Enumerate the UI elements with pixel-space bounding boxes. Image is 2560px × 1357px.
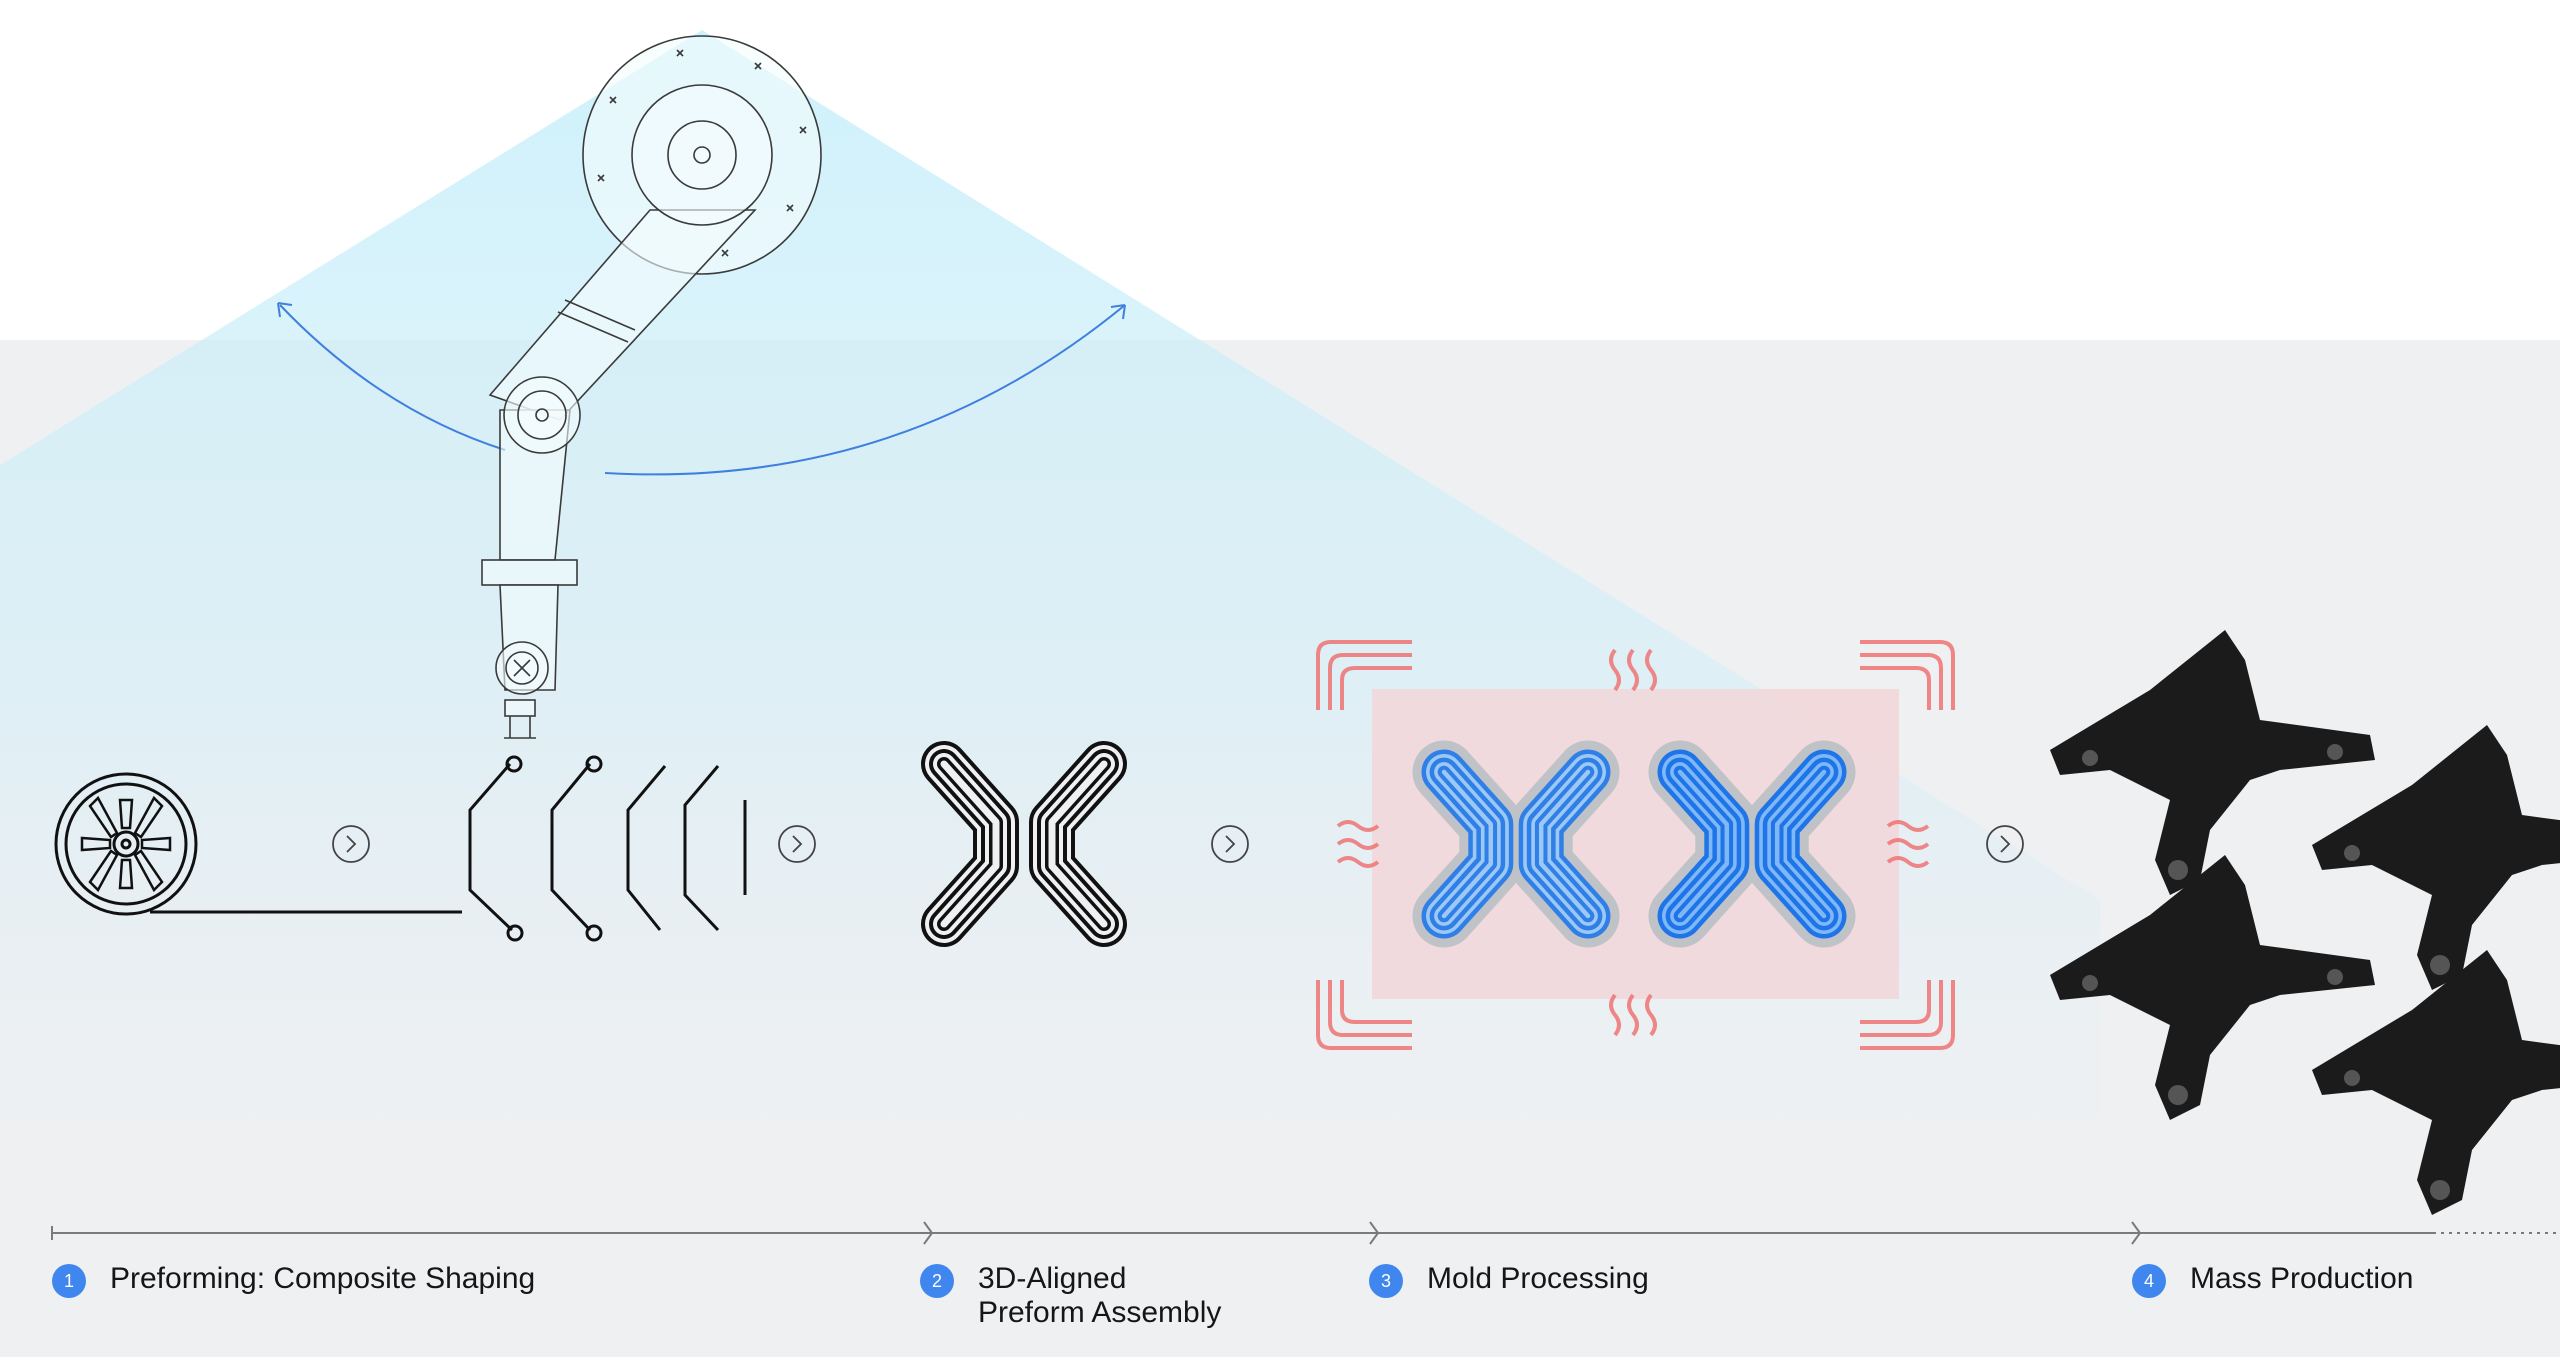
robot-arm-icon [481, 35, 822, 739]
step-number-badge: 3 [1369, 1264, 1403, 1298]
part-icon [2050, 630, 2560, 1215]
mold-icon [1372, 689, 1899, 999]
chevron-right-icon[interactable] [1986, 825, 2024, 863]
sweep-arc-icon [277, 302, 1126, 476]
chevron-right-icon[interactable] [1211, 825, 1249, 863]
step-number-badge: 1 [52, 1264, 86, 1298]
heat-wave-icon [1316, 640, 1955, 1050]
step-label: Mass Production [2190, 1262, 2414, 1295]
timeline-step-4: 4 Mass Production [2132, 1262, 2413, 1298]
fiber-spool-icon [54, 772, 462, 916]
chevron-right-icon[interactable] [778, 825, 816, 863]
timeline-axis [51, 1221, 2560, 1245]
step-number-badge: 2 [920, 1264, 954, 1298]
chevron-right-icon[interactable] [332, 825, 370, 863]
timeline-step-2: 2 3D-Aligned Preform Assembly [920, 1262, 1221, 1330]
step-label: Mold Processing [1427, 1262, 1649, 1295]
step-label: Preforming: Composite Shaping [110, 1262, 536, 1295]
step-number-badge: 4 [2132, 1264, 2166, 1298]
step-label: 3D-Aligned Preform Assembly [978, 1262, 1222, 1329]
timeline-step-3: 3 Mold Processing [1369, 1262, 1649, 1298]
preform-strands-icon [468, 755, 747, 942]
timeline-step-1: 1 Preforming: Composite Shaping [52, 1262, 535, 1298]
scan-cone [0, 30, 2100, 1250]
